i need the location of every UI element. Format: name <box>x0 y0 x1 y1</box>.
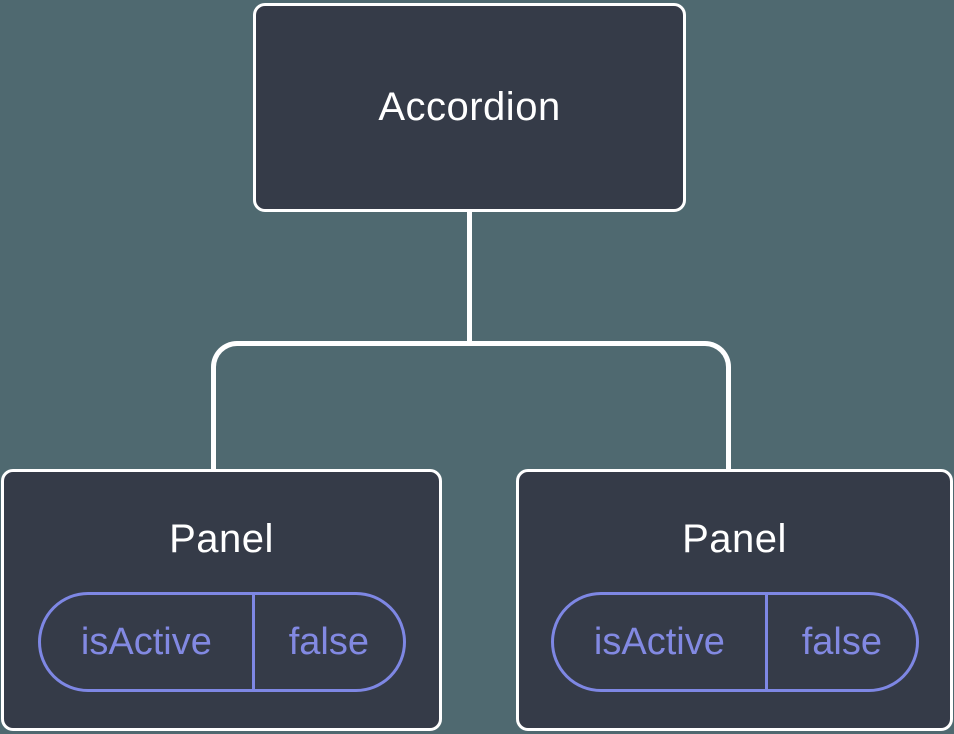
connector-bracket <box>211 341 731 471</box>
connector-stem <box>467 211 472 344</box>
panel-node-label: Panel <box>682 517 787 561</box>
state-pill: isActive false <box>550 592 919 692</box>
state-pill: isActive false <box>37 592 406 692</box>
panel-node-right: Panel isActive false <box>516 469 953 731</box>
state-key: isActive <box>41 595 256 689</box>
accordion-node-label: Accordion <box>378 85 561 129</box>
panel-node-label: Panel <box>169 517 274 561</box>
accordion-node: Accordion <box>253 3 686 212</box>
state-value: false <box>801 620 883 663</box>
panel-node-left: Panel isActive false <box>1 469 442 731</box>
state-value: false <box>288 620 370 663</box>
state-key: isActive <box>554 595 769 689</box>
